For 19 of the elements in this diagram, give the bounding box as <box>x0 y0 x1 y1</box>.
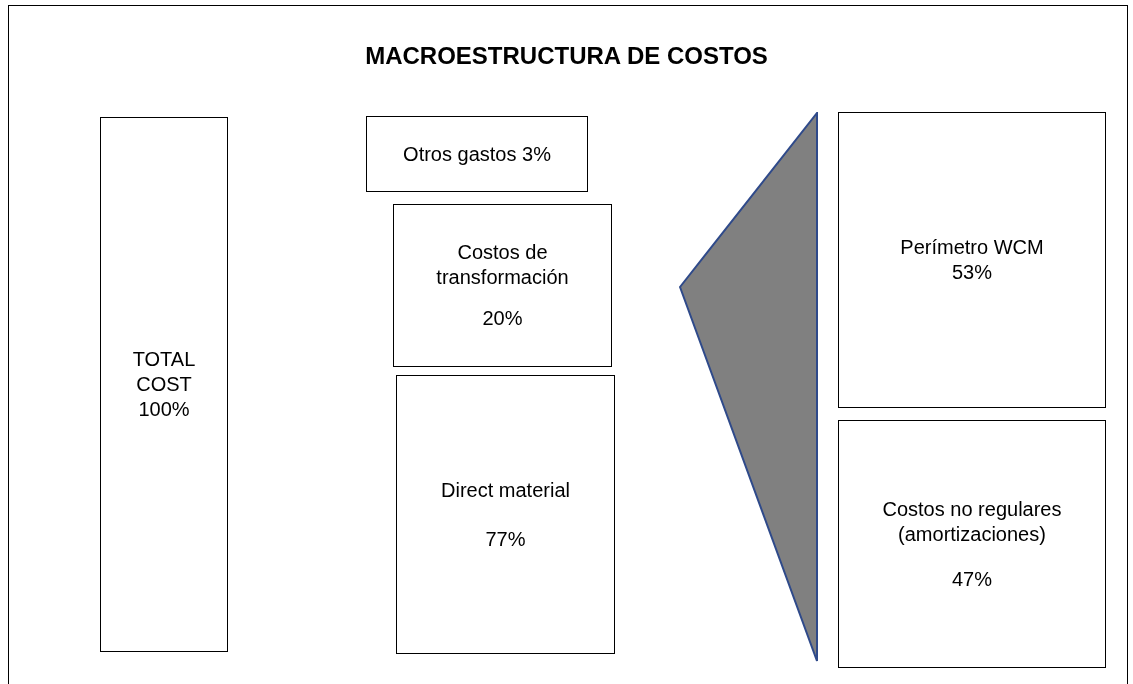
cost-label: 53% <box>952 260 992 285</box>
cost-label: Costos de transformación <box>435 240 570 290</box>
diagram-title: MACROESTRUCTURA DE COSTOS <box>364 41 769 71</box>
cost-box <box>393 204 612 367</box>
cost-box <box>396 375 615 654</box>
cost-box <box>838 420 1106 668</box>
cost-box <box>838 112 1106 408</box>
funnel-triangle <box>678 112 820 662</box>
cost-label: Costos no regulares (amortizaciones) <box>881 496 1063 547</box>
cost-label: 77% <box>485 526 526 552</box>
cost-label: Perímetro WCM <box>900 235 1044 260</box>
cost-label: 100% <box>138 397 190 422</box>
cost-label: 20% <box>482 306 523 331</box>
cost-box <box>366 116 588 192</box>
cost-label: Otros gastos 3% <box>403 141 551 167</box>
cost-label: 47% <box>952 566 992 592</box>
cost-box <box>100 117 228 652</box>
cost-label: Direct material <box>441 477 570 503</box>
cost-label: TOTAL COST <box>131 347 197 397</box>
